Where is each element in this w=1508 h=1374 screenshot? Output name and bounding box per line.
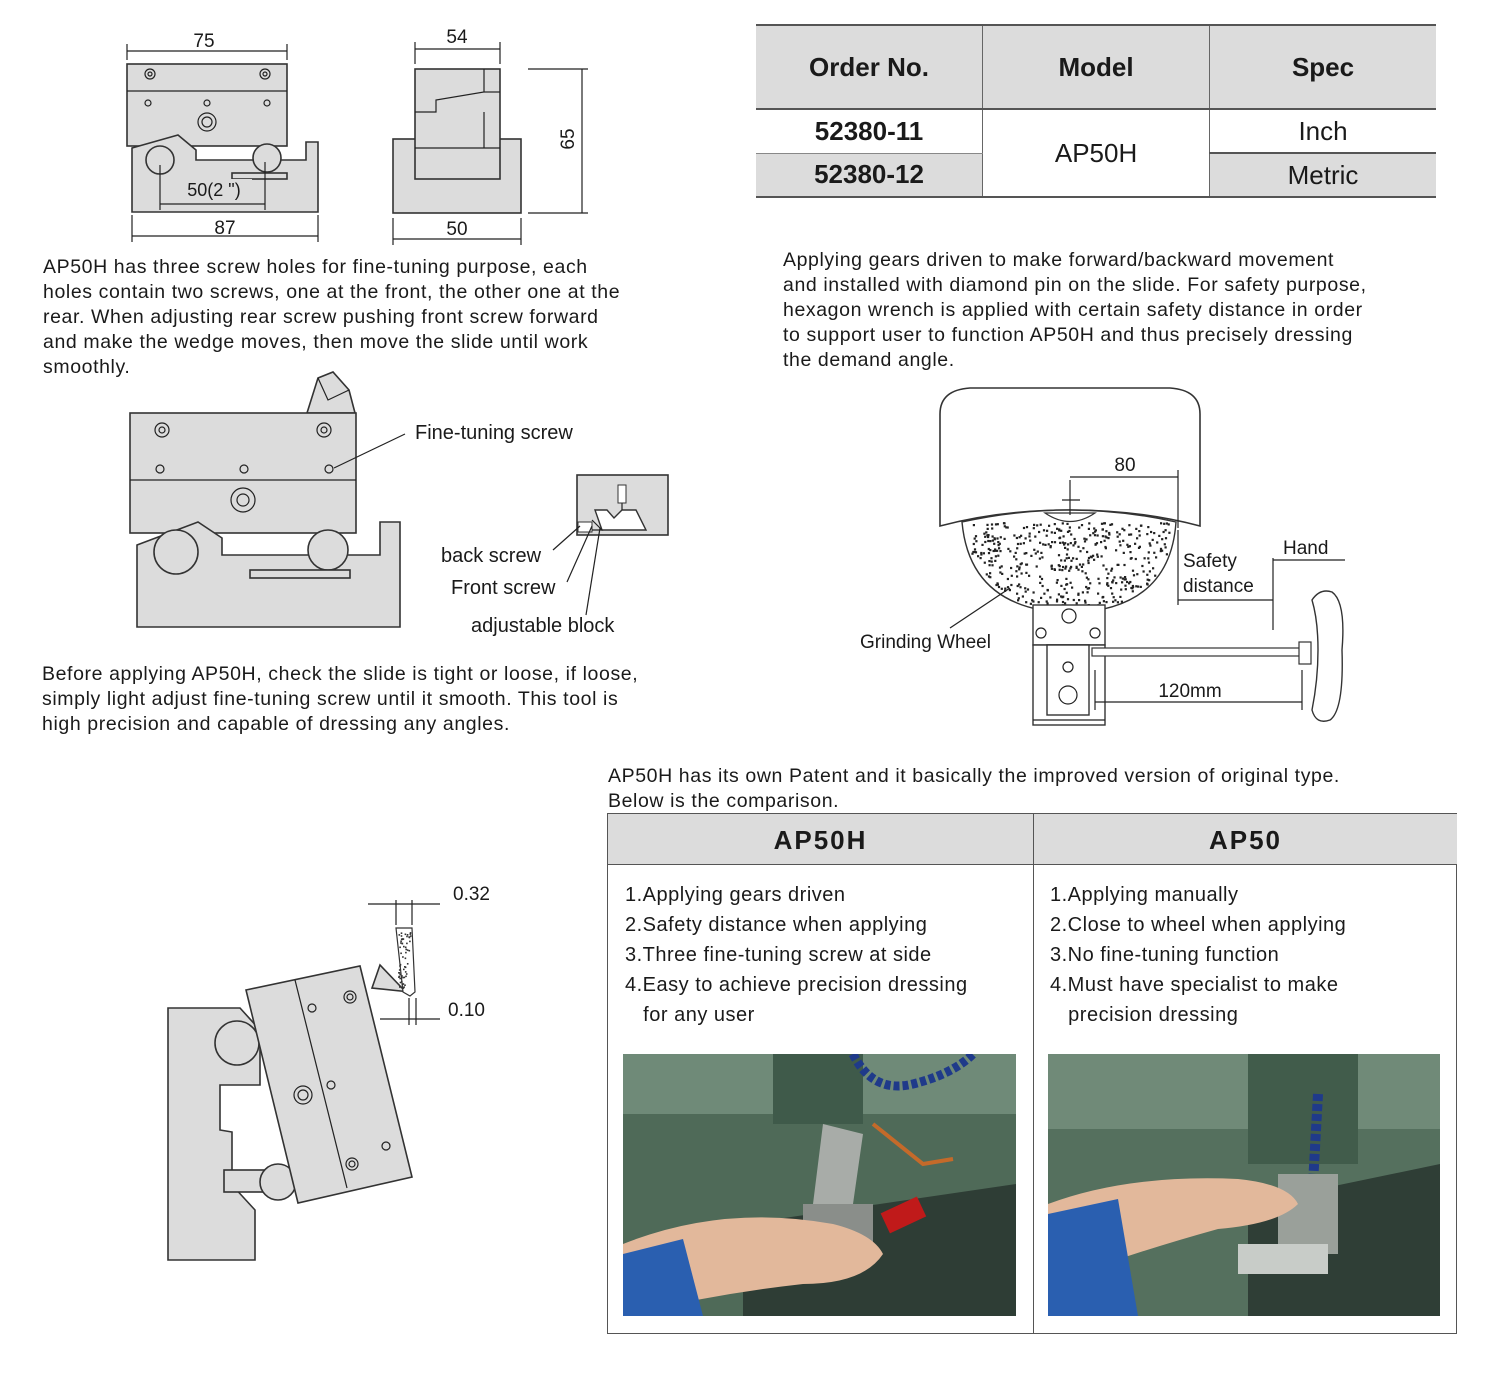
abrasive-dots bbox=[971, 522, 1171, 609]
pitch-label: 50(2 ") bbox=[187, 180, 240, 200]
screw-holes-paragraph: AP50H has three screw holes for fine-tun… bbox=[43, 256, 621, 378]
fine-tuning-label: Fine-tuning screw bbox=[415, 422, 573, 444]
base-width-label: 87 bbox=[214, 218, 235, 239]
spec-cell: Inch bbox=[1209, 109, 1436, 154]
wheel-offset-label: 80 bbox=[1114, 455, 1135, 476]
handle-length-label: 120mm bbox=[1158, 681, 1221, 702]
header-spec: Spec bbox=[1209, 24, 1436, 110]
ap50-usage-photo bbox=[1048, 1054, 1440, 1316]
list-item: 4.Must have specialist to make bbox=[1050, 974, 1339, 996]
tip-offset-label: 0.10 bbox=[448, 1000, 485, 1021]
comparison-header-ap50h: AP50H bbox=[608, 814, 1033, 865]
list-item: precision dressing bbox=[1050, 1004, 1239, 1026]
ap50-photo-illustration bbox=[1048, 1054, 1440, 1316]
list-item: 1.Applying manually bbox=[1050, 884, 1239, 906]
ap50-feature-list: 1.Applying manually 2.Close to wheel whe… bbox=[1050, 880, 1450, 1030]
spec-cell: Metric bbox=[1209, 153, 1436, 198]
header-model: Model bbox=[982, 24, 1211, 110]
order-no-cell: 52380-11 bbox=[756, 109, 984, 154]
side-base-label: 50 bbox=[446, 219, 467, 240]
gears-paragraph: Applying gears driven to make forward/ba… bbox=[783, 249, 1367, 371]
comparison-header-ap50: AP50 bbox=[1034, 814, 1457, 865]
model-cell: AP50H bbox=[982, 109, 1211, 198]
grinding-wheel-diagram: 80 120mm Safety distance Hand Grinding W… bbox=[860, 387, 1345, 726]
side-top-label: 54 bbox=[446, 27, 468, 48]
side-height-label: 65 bbox=[558, 128, 579, 149]
list-item: 3.Three fine-tuning screw at side bbox=[625, 944, 932, 966]
ap50h-feature-list: 1.Applying gears driven 2.Safety distanc… bbox=[625, 880, 1025, 1030]
list-item: 4.Easy to achieve precision dressing bbox=[625, 974, 968, 996]
adjustable-block-label: adjustable block bbox=[471, 615, 615, 637]
comparison-table: AP50H AP50 1.Applying gears driven 2.Saf… bbox=[607, 813, 1457, 1334]
grinding-wheel-label: Grinding Wheel bbox=[860, 632, 991, 653]
before-applying-paragraph: Before applying AP50H, check the slide i… bbox=[42, 663, 639, 735]
tip-width-label: 0.32 bbox=[453, 884, 490, 905]
safety-distance-label-2: distance bbox=[1183, 576, 1254, 597]
order-no-cell: 52380-12 bbox=[756, 153, 984, 198]
dimension-drawings: 75 50(2 ") 87 54 65 50 bbox=[126, 27, 588, 245]
safety-distance-label-1: Safety bbox=[1183, 551, 1237, 572]
side-view bbox=[392, 68, 522, 214]
order-table-header: Order No. Model Spec bbox=[756, 24, 1436, 110]
order-table: Order No. Model Spec 52380-11 AP50H Inch… bbox=[756, 24, 1436, 198]
ap50h-usage-photo bbox=[623, 1054, 1016, 1316]
list-item: 2.Close to wheel when applying bbox=[1050, 914, 1347, 936]
table-row: 52380-12 Metric bbox=[756, 153, 1436, 198]
comparison-divider bbox=[1033, 814, 1034, 1334]
dressing-angle-diagram: 0.32 0.10 bbox=[167, 884, 490, 1261]
table-row: 52380-11 AP50H Inch bbox=[756, 109, 1436, 198]
list-item: 2.Safety distance when applying bbox=[625, 914, 928, 936]
list-item: for any user bbox=[625, 1004, 755, 1026]
tip-dots bbox=[398, 932, 412, 989]
back-screw-label: back screw bbox=[441, 545, 542, 567]
list-item: 3.No fine-tuning function bbox=[1050, 944, 1280, 966]
hand-label: Hand bbox=[1283, 538, 1328, 559]
fine-tuning-diagram: Fine-tuning screw back screw Front screw… bbox=[129, 371, 669, 637]
front-view bbox=[126, 63, 319, 213]
ap50h-photo-illustration bbox=[623, 1054, 1016, 1316]
front-screw-label: Front screw bbox=[451, 577, 556, 599]
patent-paragraph: AP50H has its own Patent and it basicall… bbox=[608, 765, 1340, 812]
top-width-label: 75 bbox=[193, 31, 214, 52]
list-item: 1.Applying gears driven bbox=[625, 884, 846, 906]
header-order-no: Order No. bbox=[756, 24, 984, 110]
